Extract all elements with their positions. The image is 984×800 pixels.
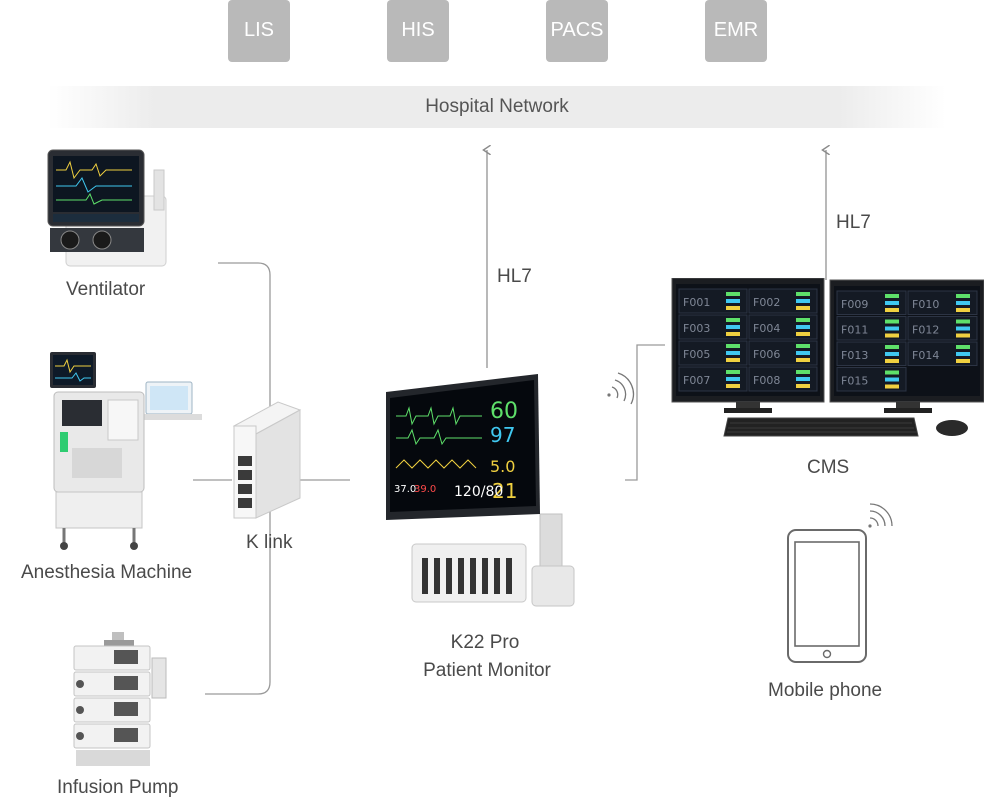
cms-vital-indicator bbox=[885, 352, 899, 356]
cms-vital-indicator bbox=[956, 308, 970, 312]
cms-vital-indicator bbox=[885, 359, 899, 363]
cms-bed-label: F009 bbox=[841, 298, 868, 311]
cms-vital-indicator bbox=[726, 344, 740, 348]
cms-vital-indicator bbox=[796, 351, 810, 355]
wifi-icon-phone bbox=[868, 503, 893, 528]
cms-vital-indicator bbox=[726, 306, 740, 310]
cms-bed-label: F003 bbox=[683, 322, 710, 335]
cms-vital-indicator bbox=[796, 370, 810, 374]
cms-vital-indicator bbox=[726, 292, 740, 296]
ventilator-label: Ventilator bbox=[66, 279, 146, 300]
cms-vital-indicator bbox=[726, 325, 740, 329]
cms-bed-label: F004 bbox=[753, 322, 780, 335]
lis-box: LIS bbox=[228, 0, 290, 62]
klink-hub-image bbox=[232, 401, 302, 519]
cms-vital-indicator bbox=[726, 318, 740, 322]
cms-vital-indicator bbox=[796, 325, 810, 329]
cms-vital-indicator bbox=[885, 384, 899, 389]
cms-vital-indicator bbox=[885, 377, 899, 382]
anesthesia-machine-label: Anesthesia Machine bbox=[21, 562, 193, 583]
cms-vital-indicator bbox=[726, 299, 740, 303]
monitor-temp2-value: 39.0 bbox=[414, 484, 436, 495]
cms-vital-indicator bbox=[885, 308, 899, 312]
cms-vital-indicator bbox=[956, 345, 970, 349]
emr-box: EMR bbox=[705, 0, 767, 62]
cms-vital-indicator bbox=[796, 344, 810, 348]
cms-vital-indicator bbox=[956, 319, 970, 324]
hospital-network-label: Hospital Network bbox=[425, 96, 569, 117]
cms-vital-indicator bbox=[796, 306, 810, 310]
cms-vital-indicator bbox=[796, 292, 810, 296]
infusion-pump-label: Infusion Pump bbox=[57, 777, 179, 798]
anesthesia-machine-image bbox=[50, 352, 202, 550]
cms-vital-indicator bbox=[796, 358, 810, 362]
cms-vital-indicator bbox=[956, 301, 970, 305]
cms-vital-indicator bbox=[885, 345, 899, 349]
wifi-icon-left bbox=[607, 372, 635, 405]
cms-vital-indicator bbox=[726, 332, 740, 336]
cms-vital-indicator bbox=[726, 351, 740, 355]
cms-bed-label: F012 bbox=[912, 323, 939, 336]
patient-monitor-image: 60 97 5.0 21 120/80 37.0 39.0 bbox=[386, 374, 575, 607]
cms-vital-indicator bbox=[956, 326, 970, 331]
monitor-label-line1: K22 Pro bbox=[450, 632, 520, 653]
cms-vital-indicator bbox=[726, 370, 740, 374]
cms-vital-indicator bbox=[956, 333, 970, 338]
cms-vital-indicator bbox=[796, 299, 810, 303]
cms-vital-indicator bbox=[885, 326, 899, 331]
monitor-nibp-value: 120/80 bbox=[454, 484, 503, 500]
cms-vital-indicator bbox=[885, 294, 899, 298]
monitor-spo2-value: 97 bbox=[490, 423, 515, 447]
mobile-phone-label: Mobile phone bbox=[768, 680, 883, 701]
mobile-phone-image bbox=[787, 529, 867, 663]
hospital-network-bar: Hospital Network bbox=[48, 86, 946, 128]
cms-vital-indicator bbox=[885, 333, 899, 338]
klink-label: K link bbox=[246, 532, 293, 553]
cms-vital-indicator bbox=[956, 294, 970, 298]
cms-label: CMS bbox=[807, 457, 850, 478]
cms-vital-indicator bbox=[885, 370, 899, 375]
monitor-cms-line bbox=[625, 344, 665, 481]
his-box: HIS bbox=[387, 0, 449, 62]
cms-vital-indicator bbox=[796, 332, 810, 336]
cms-vital-indicator bbox=[796, 318, 810, 322]
monitor-hr-value: 60 bbox=[490, 399, 518, 424]
cms-vital-indicator bbox=[956, 359, 970, 363]
cms-vital-indicator bbox=[726, 377, 740, 381]
cms-vital-indicator bbox=[885, 319, 899, 324]
cms-bed-label: F010 bbox=[912, 298, 939, 311]
cms-bed-label: F008 bbox=[753, 374, 780, 387]
cms-vital-indicator bbox=[796, 384, 810, 388]
cms-bed-label: F007 bbox=[683, 374, 710, 387]
cms-bed-label: F013 bbox=[841, 349, 868, 362]
cms-vital-indicator bbox=[726, 384, 740, 388]
ventilator-image bbox=[47, 149, 167, 267]
monitor-label-line2: Patient Monitor bbox=[423, 660, 551, 681]
cms-bed-label: F002 bbox=[753, 296, 780, 309]
monitor-resp-value: 21 bbox=[492, 479, 517, 503]
cms-hl7-label: HL7 bbox=[836, 212, 871, 233]
cms-bed-label: F011 bbox=[841, 323, 868, 336]
cms-vital-indicator bbox=[726, 358, 740, 362]
cms-bed-label: F005 bbox=[683, 348, 710, 361]
monitor-hl7-label: HL7 bbox=[497, 266, 532, 287]
cms-vital-indicator bbox=[885, 301, 899, 305]
monitor-temp1-value: 37.0 bbox=[394, 484, 416, 495]
cms-bed-label: F014 bbox=[912, 349, 939, 362]
cms-vital-indicator bbox=[956, 352, 970, 356]
monitor-value3: 5.0 bbox=[490, 457, 515, 476]
cms-bed-label: F015 bbox=[841, 374, 868, 387]
cms-bed-label: F006 bbox=[753, 348, 780, 361]
cms-bed-label: F001 bbox=[683, 296, 710, 309]
infusion-pump-image bbox=[73, 632, 167, 766]
cms-vital-indicator bbox=[796, 377, 810, 381]
pacs-box: PACS bbox=[546, 0, 608, 62]
